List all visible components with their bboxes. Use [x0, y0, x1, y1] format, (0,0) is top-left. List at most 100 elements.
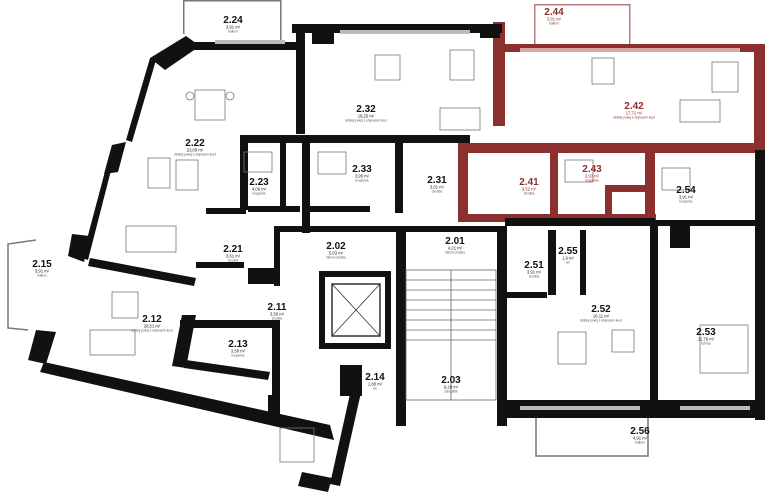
room-name: balkon	[37, 274, 47, 278]
room-name: chodba	[432, 190, 443, 194]
room-name: chodba	[529, 275, 540, 279]
room-number: 2.55	[558, 246, 578, 257]
room-number: 2.02	[326, 241, 346, 252]
room-name: wc	[373, 387, 377, 391]
room-area: 1,9 m²	[562, 256, 574, 261]
room-area: 3,58 m²	[231, 349, 246, 354]
room-number: 2.41	[519, 177, 539, 188]
room-number: 2.52	[591, 304, 611, 315]
room-number: 2.22	[185, 138, 205, 149]
room-name: ložnice	[701, 342, 711, 346]
room-area: 4,21 m²	[448, 246, 463, 251]
room-area: 9,20 m²	[444, 385, 459, 390]
room-area: 3,56 m²	[270, 312, 285, 317]
room-number: 2.21	[223, 244, 243, 255]
room-area: 3,91 m²	[527, 270, 542, 275]
room-area: 4,91 m²	[633, 436, 648, 441]
room-name: koupelna	[253, 192, 266, 196]
room-number: 2.42	[624, 101, 644, 112]
room-area: 16,11 m²	[593, 314, 610, 319]
room-name: hlavní chodba	[326, 256, 346, 260]
room-number: 2.51	[524, 260, 544, 271]
room-name: koupelna	[356, 179, 369, 183]
room-number: 2.12	[142, 314, 162, 325]
room-area: 11,76 m²	[698, 337, 715, 342]
room-name: dětský pokoj s obývacím kout	[345, 119, 387, 123]
room-name: koupelna	[586, 179, 599, 183]
room-area: 3,61 m²	[226, 254, 241, 259]
staircase	[405, 269, 497, 401]
walls	[7, 0, 765, 492]
room-number: 2.53	[696, 327, 716, 338]
room-number: 2.31	[427, 175, 447, 186]
room-area: 4,09 m²	[252, 187, 267, 192]
room-area: 3,95 m²	[355, 174, 370, 179]
room-name: koupelna	[680, 200, 693, 204]
room-area: 23,09 m²	[187, 148, 204, 153]
room-area: 17,72 m²	[626, 111, 643, 116]
room-name: schodiště	[444, 390, 458, 394]
room-number: 2.24	[223, 15, 243, 26]
room-area: 3,93 m²	[585, 174, 600, 179]
room-number: 2.13	[228, 339, 248, 350]
furniture	[89, 49, 749, 463]
room-name: balkon	[635, 441, 645, 445]
room-area: 3,91 m²	[35, 269, 50, 274]
room-name: wc	[566, 261, 570, 265]
room-number: 2.11	[268, 302, 287, 313]
room-name: hlavní chodba	[445, 251, 465, 255]
room-area: 5,63 m²	[329, 251, 344, 256]
room-name: chodba	[524, 192, 535, 196]
room-number: 2.14	[365, 372, 385, 383]
room-number: 2.44	[544, 7, 564, 18]
room-name: balkon	[549, 22, 559, 26]
room-name: chodba	[272, 317, 283, 321]
room-number: 2.32	[356, 104, 376, 115]
room-area: 28,51 m²	[144, 324, 161, 329]
room-number: 2.15	[32, 259, 52, 270]
room-area: 3,52 m²	[522, 187, 537, 192]
room-name: balkon	[228, 30, 238, 34]
room-number: 2.03	[441, 375, 461, 386]
room-area: 3,91 m²	[547, 17, 562, 22]
room-area: 3,61 m²	[430, 185, 445, 190]
room-number: 2.56	[630, 426, 650, 437]
room-number: 2.43	[582, 164, 602, 175]
room-area: 18,25 m²	[358, 114, 375, 119]
room-number: 2.54	[676, 185, 696, 196]
room-name: koupelna	[232, 354, 245, 358]
room-name: dětský pokoj s obývacím kout	[174, 153, 216, 157]
room-name: chodba	[228, 259, 239, 263]
room-number: 2.33	[352, 164, 372, 175]
room-area: 3,91 m²	[679, 195, 694, 200]
room-area: 3,91 m²	[226, 25, 241, 30]
highlighted-apartment	[458, 4, 765, 222]
room-name: dětský pokoj s obývacím kout	[580, 319, 622, 323]
